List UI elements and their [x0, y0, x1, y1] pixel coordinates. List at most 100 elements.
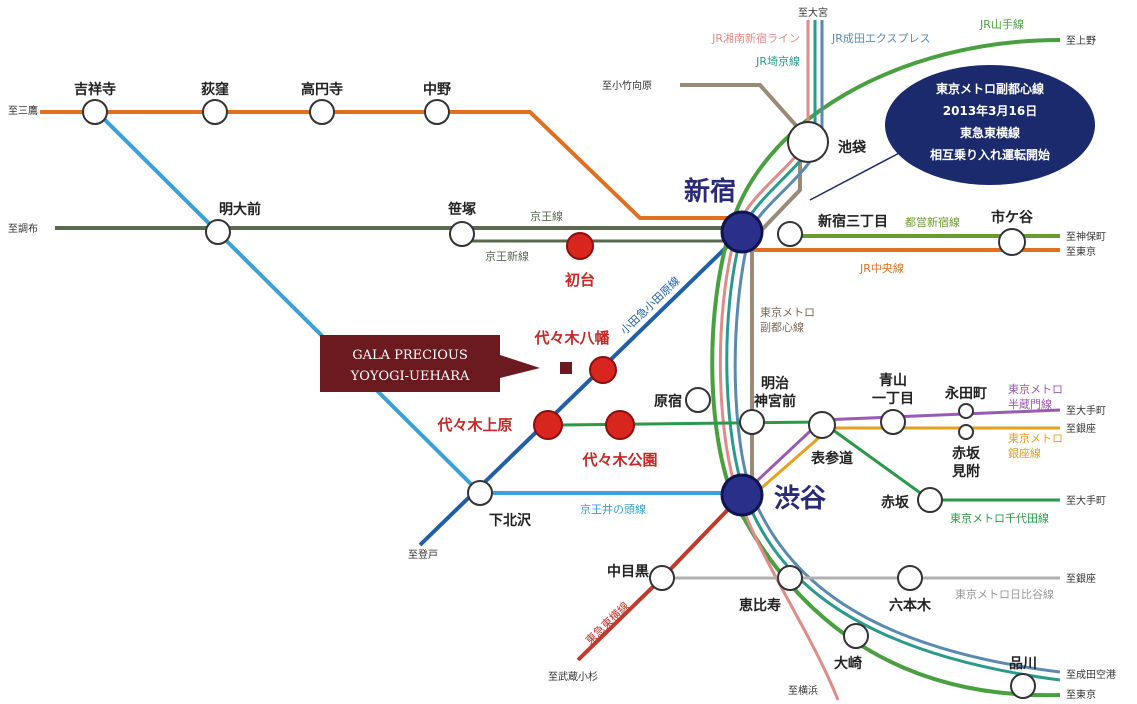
dest-jimbocho: 至神保町: [1066, 230, 1106, 243]
station-node-omotesando: [808, 411, 836, 439]
property-name-line2: YOYOGI-UEHARA: [350, 369, 470, 384]
dest-yokohama: 至横浜: [788, 684, 818, 697]
label-akasaka: 赤坂: [881, 494, 910, 511]
station-node-shinjuku: [720, 210, 764, 254]
line-label-toyoko: 東急東横線: [582, 599, 631, 647]
line-label-fukutoshin-2: 副都心線: [760, 320, 804, 334]
station-node-ichigaya: [998, 228, 1026, 256]
line-label-chiyoda: 東京メトロ千代田線: [950, 511, 1049, 525]
line-label-hanzomon-1: 東京メトロ: [1008, 382, 1063, 396]
dest-ginza-hibiya: 至銀座: [1066, 572, 1096, 585]
line-label-yamanote: JR山手線: [979, 17, 1024, 31]
property-name-line1: GALA PRECIOUS: [352, 348, 468, 363]
label-shimokitazawa: 下北沢: [489, 512, 532, 529]
line-label-narita-express: JR成田エクスプレス: [831, 32, 931, 45]
dest-noborito: 至登戸: [408, 548, 438, 561]
label-akasaka-mitsuke-1: 赤坂: [952, 445, 981, 462]
line-label-keio: 京王線: [530, 209, 563, 223]
label-shinjuku: 新宿: [684, 176, 736, 207]
dest-musashikosugi: 至武蔵小杉: [548, 670, 598, 683]
dest-otemachi-hanzomon: 至大手町: [1066, 404, 1106, 417]
label-yoyogi-koen: 代々木公園: [581, 451, 657, 469]
label-hatsudai: 初台: [565, 271, 595, 289]
station-node-yoyogi-uehara: [533, 410, 563, 440]
label-nakano: 中野: [423, 81, 451, 98]
label-yoyogi-hachiman: 代々木八幡: [533, 329, 610, 347]
label-harajuku: 原宿: [654, 393, 682, 410]
station-node-nakameguro: [649, 565, 675, 591]
station-node-harajuku: [685, 387, 711, 413]
station-node-akasaka-mitsuke: [958, 424, 974, 440]
station-node-shinagawa: [1010, 673, 1036, 699]
label-koenji: 高円寺: [301, 81, 343, 98]
station-node-roppongi: [897, 565, 923, 591]
shonan-shinjuku-line: [718, 20, 840, 701]
label-ichigaya: 市ケ谷: [991, 209, 1034, 226]
fukutoshin-callout: 東京メトロ副都心線 2013年3月16日 東急東横線 相互乗り入れ運転開始: [885, 65, 1095, 185]
label-aoyama-2: 一丁目: [872, 391, 914, 407]
label-nagatacho: 永田町: [944, 385, 987, 402]
station-node-ebisu: [777, 565, 803, 591]
callout-line1: 東京メトロ副都心線: [936, 81, 1044, 96]
dest-mitaka: 至三鷹: [8, 104, 38, 117]
station-node-kichijoji: [82, 99, 108, 125]
callout-line4: 相互乗り入れ運転開始: [930, 147, 1050, 162]
line-label-keio-new: 京王新線: [485, 249, 529, 263]
narita-express-line: [733, 20, 1061, 674]
label-ebisu: 恵比寿: [739, 597, 781, 614]
line-label-inokashira: 京王井の頭線: [580, 502, 646, 516]
dest-tokyo-chuo: 至東京: [1066, 245, 1096, 258]
label-meidaimae: 明大前: [219, 201, 261, 218]
label-omotesando: 表参道: [810, 450, 853, 467]
station-node-shimokitazawa: [467, 480, 493, 506]
label-shinagawa: 品川: [1009, 656, 1037, 672]
callout-line2: 2013年3月16日: [943, 103, 1037, 118]
label-nakameguro: 中目黒: [607, 563, 649, 580]
station-node-nagatacho: [958, 403, 974, 419]
station-node-ikebukuro: [787, 121, 829, 163]
line-label-shonan-shinjuku: JR湘南新宿ライン: [711, 31, 800, 45]
label-meiji-jingumae-2: 神宮前: [754, 393, 796, 410]
label-shinjuku-sanchome: 新宿三丁目: [818, 213, 888, 230]
callout-pointer: [809, 149, 906, 201]
dest-otemachi-chiyoda: 至大手町: [1066, 494, 1106, 507]
label-meiji-jingumae-1: 明治: [761, 375, 789, 392]
dest-ueno: 至上野: [1066, 35, 1096, 47]
label-sasazuka: 笹塚: [447, 201, 476, 218]
line-label-hanzomon-2: 半蔵門線: [1008, 397, 1052, 411]
label-ikebukuro: 池袋: [838, 139, 867, 156]
label-shibuya: 渋谷: [774, 484, 827, 514]
station-node-aoyama: [880, 409, 906, 435]
label-osaki: 大崎: [834, 655, 862, 672]
station-node-shinjuku-sanchome: [777, 221, 803, 247]
station-node-osaki: [843, 623, 869, 649]
label-ogikubo: 荻窪: [201, 81, 229, 98]
label-roppongi: 六本木: [889, 597, 932, 614]
label-akasaka-mitsuke-2: 見附: [951, 463, 980, 480]
dest-kotakemukaihara: 至小竹向原: [602, 79, 652, 92]
line-label-fukutoshin-1: 東京メトロ: [760, 305, 815, 319]
dest-chofu: 至調布: [8, 222, 38, 235]
dest-ginza-ginza: 至銀座: [1066, 422, 1096, 435]
station-node-koenji: [309, 99, 335, 125]
station-node-meidaimae: [205, 219, 231, 245]
dest-omiya: 至大宮: [798, 6, 828, 19]
dest-tokyo-yamanote: 至東京: [1066, 688, 1096, 701]
line-label-saikyo: JR埼京線: [755, 54, 800, 68]
line-label-chuo: JR中央線: [859, 261, 904, 275]
callout-line3: 東急東横線: [960, 125, 1020, 140]
label-yoyogi-uehara: 代々木上原: [436, 416, 512, 434]
property-marker: [560, 362, 572, 374]
station-node-sasazuka: [449, 221, 475, 247]
property-label: GALA PRECIOUS YOYOGI-UEHARA: [320, 335, 540, 392]
label-aoyama-1: 青山: [879, 372, 907, 389]
station-node-hatsudai: [566, 232, 594, 260]
station-node-nakano: [424, 99, 450, 125]
line-label-toei-shinjuku: 都営新宿線: [905, 215, 960, 229]
station-node-yoyogi-hachiman: [589, 356, 617, 384]
station-node-yoyogi-koen: [605, 410, 635, 440]
station-node-shibuya: [720, 473, 764, 517]
station-node-ogikubo: [202, 99, 228, 125]
station-node-meiji-jingumae: [739, 409, 765, 435]
